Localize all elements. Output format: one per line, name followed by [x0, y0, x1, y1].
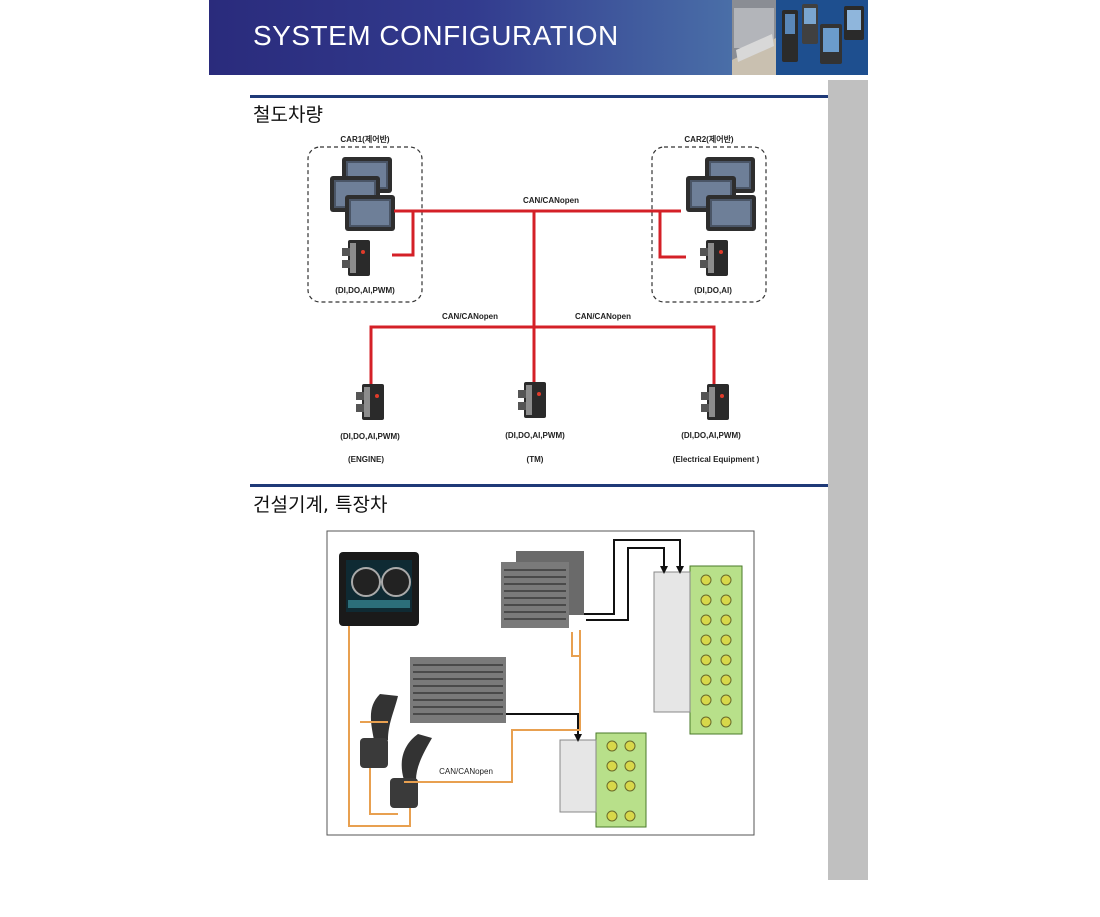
can-bus-label-left: CAN/CANopen	[442, 312, 498, 321]
valve-bank-large	[653, 565, 743, 735]
controller-upper	[501, 551, 584, 628]
car1-io-label: (DI,DO,AI,PWM)	[335, 286, 395, 295]
section-divider-rail	[250, 95, 828, 98]
valve-bank-small	[559, 732, 647, 828]
car1-hmi-small	[345, 195, 395, 231]
header-photo-strip	[732, 0, 868, 75]
car2-title: CAR2(제어반)	[684, 135, 734, 144]
tm-name-label: (TM)	[526, 455, 544, 464]
engine-name-label: (ENGINE)	[348, 455, 384, 464]
car1-title: CAR1(제어반)	[340, 135, 390, 144]
page-title: SYSTEM CONFIGURATION	[253, 20, 619, 51]
electrical-io-label: (DI,DO,AI,PWM)	[681, 431, 741, 440]
can-bus-label-right: CAN/CANopen	[575, 312, 631, 321]
tm-io-label: (DI,DO,AI,PWM)	[505, 431, 565, 440]
electrical-name-label: (Electrical Equipment )	[672, 455, 760, 464]
engine-io-label: (DI,DO,AI,PWM)	[340, 432, 400, 441]
car2-enclosure	[651, 146, 767, 303]
section-divider-construction	[250, 484, 828, 487]
can-wiring	[348, 626, 581, 827]
car1-io-module	[342, 240, 370, 276]
car2-io-label: (DI,DO,AI)	[694, 286, 732, 295]
section-title-construction: 건설기계, 특장차	[253, 494, 388, 516]
right-sidebar	[828, 80, 868, 880]
can-bus-label-top: CAN/CANopen	[523, 196, 579, 205]
car1-enclosure	[307, 146, 423, 303]
joystick-left	[360, 694, 398, 768]
tm-io-module	[518, 382, 546, 418]
controller-lower	[410, 657, 506, 723]
can-bus-label-construction: CAN/CANopen	[439, 767, 493, 776]
engine-io-module	[356, 384, 384, 420]
car2-hmi-small	[706, 195, 756, 231]
section-title-rail: 철도차량	[253, 104, 323, 126]
page-header: SYSTEM CONFIGURATION	[209, 0, 868, 75]
car2-io-module	[700, 240, 728, 276]
electrical-io-module	[701, 384, 729, 420]
can-bus-lines	[369, 209, 716, 385]
joystick-right	[390, 734, 432, 808]
